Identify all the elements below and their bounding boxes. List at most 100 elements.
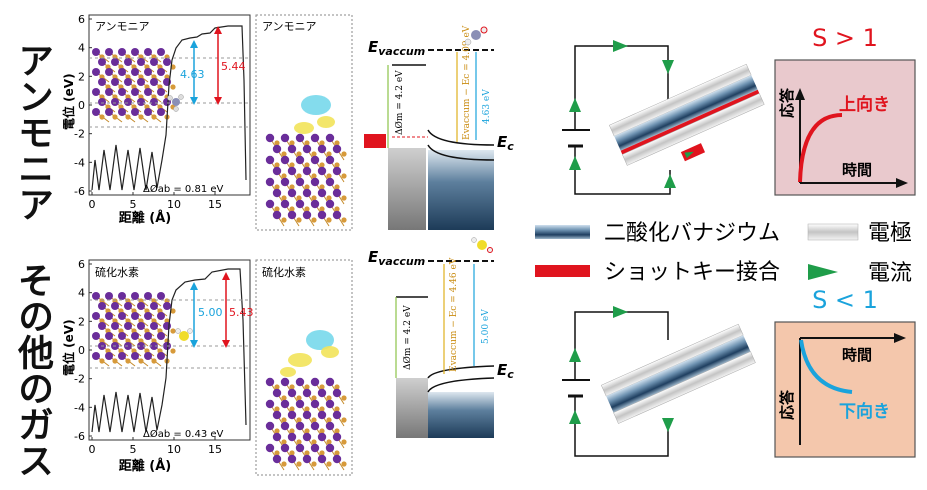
current-arrow-icon — [613, 306, 628, 318]
x-axis-label: 距離 (Å) — [119, 458, 171, 474]
band-diagram: Evaccum ΔØm = 4.2 eV Evaccum − Ec = 4.46… — [368, 237, 514, 438]
svg-text:5.00 eV: 5.00 eV — [481, 309, 491, 344]
response-panel-bottom: S < 1 下向き 応答 時間 — [774, 286, 916, 458]
svg-text:ΔØm = 4.2 eV: ΔØm = 4.2 eV — [402, 305, 413, 370]
x-tick-label: 15 — [208, 198, 222, 211]
current-arrow-icon — [613, 40, 628, 52]
y-tick-label: -6 — [74, 185, 85, 198]
schottky-marker — [364, 134, 386, 148]
band-diagram: Evaccum ΔØm = 4.2 eV Evaccum − Ec = 4.09… — [364, 25, 514, 230]
y-tick-label: 0 — [78, 99, 85, 112]
vo2-device — [608, 63, 765, 166]
legend-current: 電流 — [868, 261, 912, 286]
s-less-label: S < 1 — [812, 286, 878, 314]
isosurface-frame — [255, 14, 353, 231]
molecule-icon — [464, 26, 488, 46]
y-tick-label: -2 — [74, 128, 85, 141]
y-tick-label: -2 — [74, 373, 85, 386]
molecule-icon — [471, 237, 493, 253]
isosurface-structure — [265, 377, 347, 471]
s-greater-label: S > 1 — [812, 24, 878, 52]
metal-block — [396, 378, 428, 438]
blue-arrow-head — [190, 40, 198, 48]
circuit-bottom — [562, 306, 756, 457]
value-red: 5.44 — [221, 60, 246, 73]
red-arrow-head — [214, 97, 222, 105]
semiconductor-block — [428, 150, 494, 230]
x-tick-label: 0 — [89, 198, 96, 211]
row-label-other-gases: その他のガス — [12, 262, 53, 478]
x-tick-label: 0 — [89, 443, 96, 456]
panel-title: アンモニア — [95, 20, 150, 33]
current-arrow-icon — [664, 174, 676, 188]
delta-phi: ΔØab = 0.43 eV — [143, 428, 224, 440]
x-tick-label: 5 — [130, 198, 137, 211]
current-arrow-icon — [569, 98, 581, 112]
molecule-icon — [175, 328, 193, 341]
value-blue: 5.00 — [198, 306, 223, 319]
crystal-slab — [92, 292, 176, 367]
y-tick-label: 4 — [78, 287, 85, 300]
row-ammonia: 6 4 2 0 -2 -4 -6 0 5 10 15 アンモニア 4.63 5.44 ΔØab =… — [61, 13, 514, 231]
y-tick-label: 0 — [78, 344, 85, 357]
schottky-strip — [620, 89, 760, 155]
direction-up: 上向き — [839, 94, 890, 115]
y-tick-label: 2 — [78, 315, 85, 328]
y-tick-label: -4 — [74, 156, 85, 169]
delta-phi: ΔØab = 0.81 eV — [143, 183, 224, 195]
circuit-top — [562, 40, 765, 195]
response-y-axis: 応答 — [778, 87, 796, 118]
potential-curve — [91, 268, 247, 433]
response-panel-top: S > 1 上向き 応答 時間 — [774, 24, 916, 196]
legend-schottky: ショットキー接合 — [604, 260, 780, 285]
value-blue: 4.63 — [180, 68, 205, 81]
direction-down: 下向き — [839, 401, 890, 422]
molecule-icon — [167, 94, 184, 112]
small-schottky-icon — [680, 143, 706, 162]
legend-swatch-vo2 — [535, 225, 590, 239]
vo2-device — [600, 323, 756, 424]
crystal-slab — [92, 48, 176, 123]
value-red: 5.43 — [229, 306, 254, 319]
legend-vo2: 二酸化バナジウム — [604, 221, 780, 246]
y-tick-label: -6 — [74, 430, 85, 443]
row-label-ammonia: アンモニア — [12, 42, 53, 222]
x-ticks: 0 5 10 15 — [89, 192, 222, 211]
current-arrow-icon — [569, 156, 581, 170]
semiconductor-block — [428, 392, 494, 438]
x-axis-label: 距離 (Å) — [119, 210, 171, 226]
response-x-axis: 時間 — [842, 346, 872, 364]
y-axis-label: 電位 (eV) — [61, 319, 76, 376]
current-arrow-icon — [569, 348, 581, 362]
red-arrow-head — [214, 26, 222, 34]
svg-text:4.63 eV: 4.63 eV — [482, 89, 492, 124]
svg-text:Evaccum − Ec = 4.09 eV: Evaccum − Ec = 4.09 eV — [462, 25, 472, 140]
response-x-axis: 時間 — [842, 161, 872, 179]
x-tick-label: 5 — [130, 443, 137, 456]
legend-electrode: 電極 — [868, 221, 912, 246]
x-tick-label: 10 — [167, 198, 181, 211]
charge-density-lobes — [294, 95, 335, 134]
legend-current-icon — [808, 264, 838, 280]
isosurface-structure — [265, 133, 347, 227]
x-tick-label: 15 — [208, 443, 222, 456]
y-axis-label: 電位 (eV) — [61, 73, 76, 130]
y-tick-label: 2 — [78, 70, 85, 83]
ec-label: Ec — [497, 133, 514, 153]
y-tick-label: 6 — [78, 13, 85, 26]
legend: 二酸化バナジウム 電極 ショットキー接合 電流 — [535, 221, 912, 286]
current-arrow-icon — [662, 418, 674, 432]
response-curve-up — [798, 113, 843, 183]
y-tick-label: 4 — [78, 42, 85, 55]
ec-label: Ec — [497, 361, 514, 381]
blue-arrow-head — [190, 97, 198, 105]
isosurface-frame — [255, 259, 353, 476]
svg-text:ΔØm = 4.2 eV: ΔØm = 4.2 eV — [394, 70, 405, 135]
current-arrow-icon — [569, 410, 581, 424]
response-box — [774, 59, 916, 196]
metal-block — [388, 148, 426, 230]
response-curve-down — [799, 339, 853, 394]
